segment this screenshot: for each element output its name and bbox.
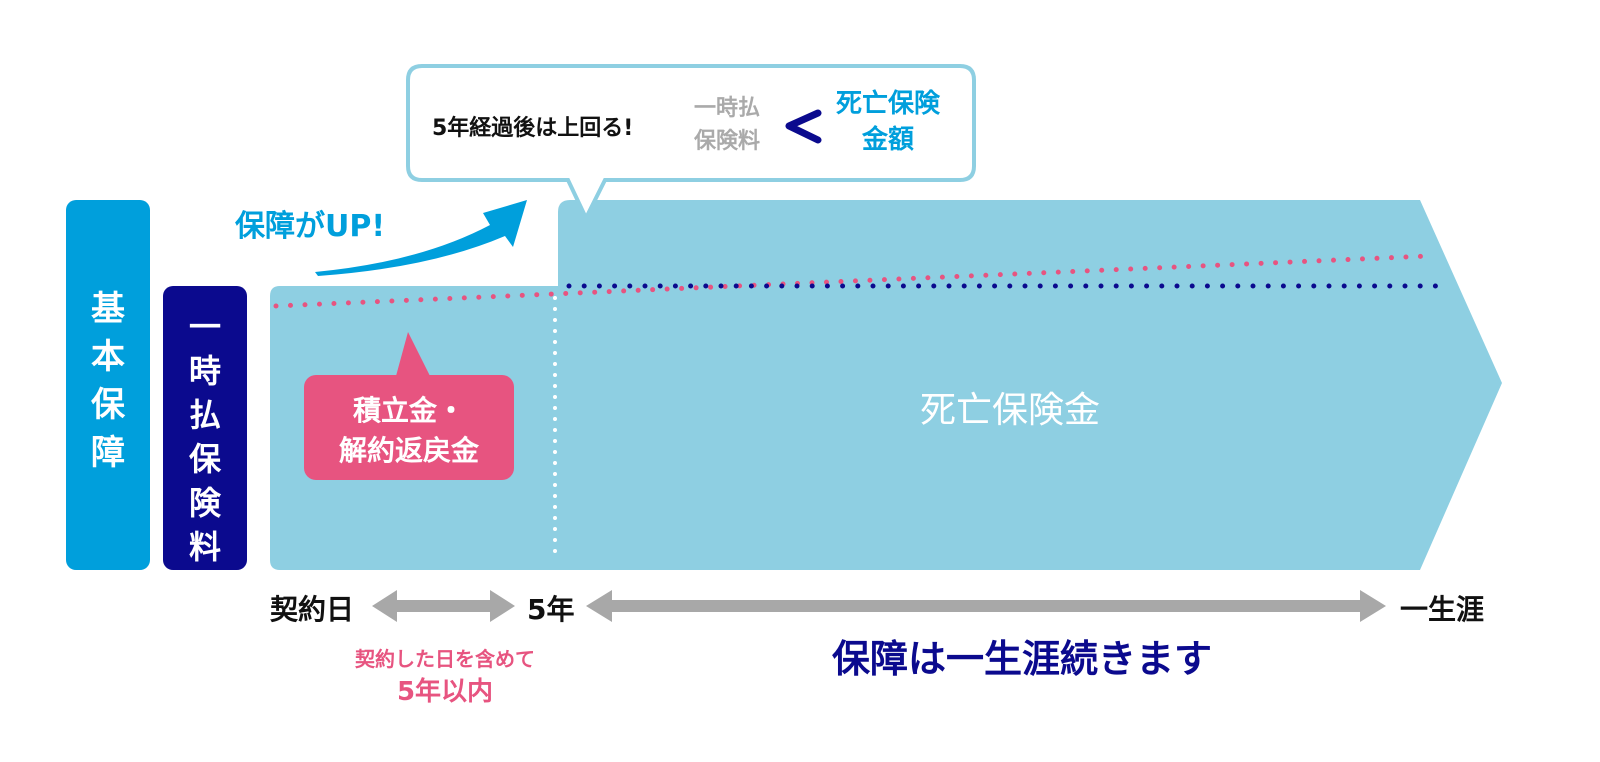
single-premium-char: 時 [189, 352, 221, 390]
double-arrow-icon [586, 590, 1386, 622]
timeline-mid: 5年 [527, 593, 574, 626]
reserve-line1: 積立金・ [353, 394, 465, 427]
callout-death-line2: 金額 [861, 124, 914, 155]
basic-coverage-char: 基 [91, 289, 125, 329]
double-arrow-icon [372, 590, 515, 622]
death-benefit-label: 死亡保険金 [920, 390, 1100, 431]
reserve-bubble: 積立金・ 解約返戻金 [304, 332, 514, 480]
note-line2: 5年以内 [397, 676, 493, 707]
single-premium-char: 険 [189, 484, 222, 522]
single-premium-bar: 一 時 払 保 険 料 [163, 286, 247, 570]
single-premium-char: 一 [189, 308, 221, 346]
reserve-line2: 解約返戻金 [339, 434, 480, 467]
less-than-icon [785, 109, 822, 144]
timeline-start: 契約日 [270, 593, 354, 626]
single-premium-char: 保 [189, 440, 222, 478]
single-premium-char: 料 [189, 528, 221, 566]
note-line1: 契約した日を含めて [354, 647, 535, 671]
reserve-dotted-line [273, 253, 1433, 309]
callout-death-line1: 死亡保険 [836, 88, 941, 119]
basic-coverage-char: 保 [91, 385, 126, 425]
callout-bubble: 5年経過後は上回る! 一時払 保険料 死亡保険 金額 [406, 64, 976, 223]
basic-coverage-bar: 基 本 保 障 [66, 200, 150, 570]
coverage-up-label: 保障がUP! [235, 209, 385, 244]
callout-premium-line1: 一時払 [694, 96, 760, 121]
basic-coverage-char: 障 [91, 433, 125, 473]
lifetime-coverage-label: 保障は一生涯続きます [832, 637, 1212, 681]
callout-premium-line2: 保険料 [693, 129, 760, 154]
timeline-end: 一生涯 [1400, 593, 1484, 626]
callout-headline: 5年経過後は上回る! [432, 115, 633, 141]
coverage-up-arrow-icon [315, 200, 527, 276]
basic-coverage-char: 本 [91, 337, 125, 377]
single-premium-char: 払 [189, 396, 221, 434]
